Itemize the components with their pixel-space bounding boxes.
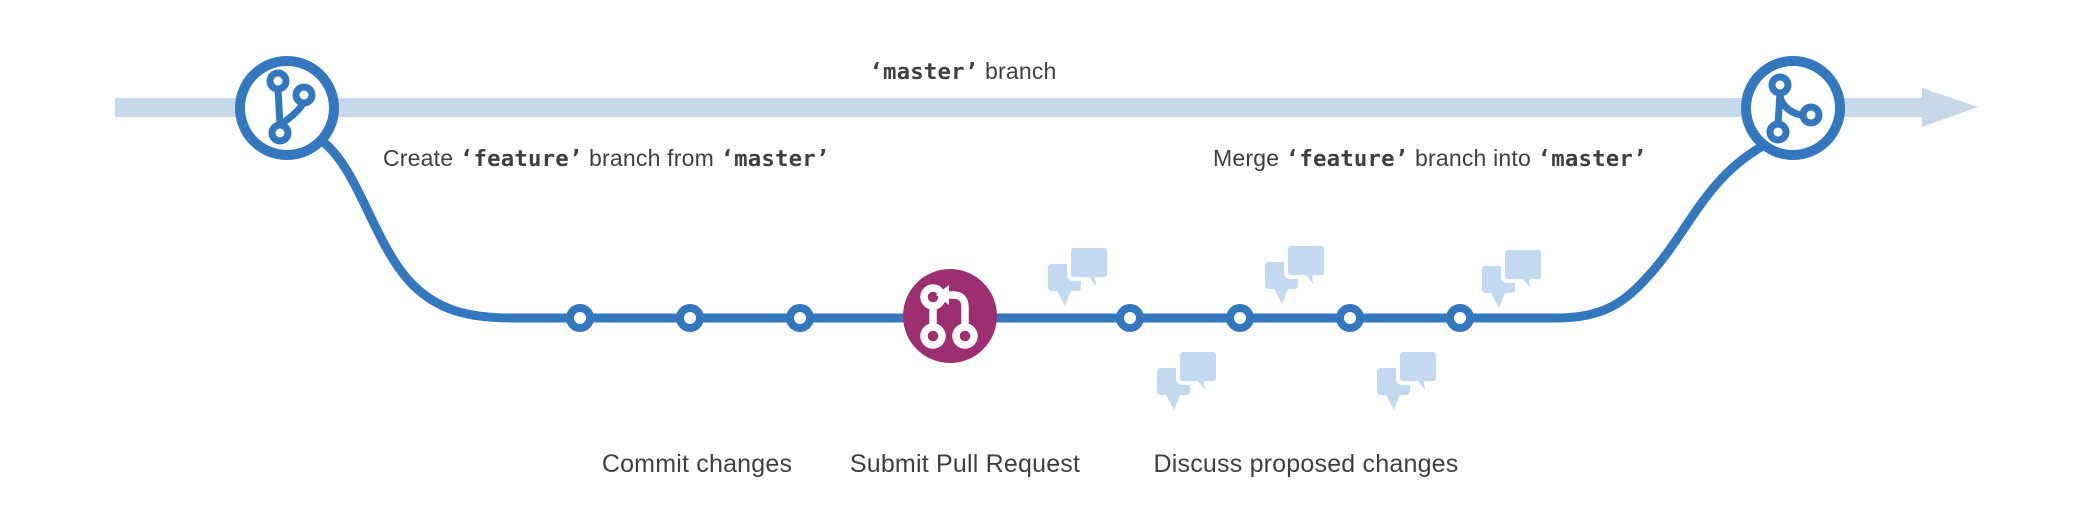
master-branch-suffix: branch bbox=[978, 58, 1057, 84]
commit-dot bbox=[1226, 304, 1254, 332]
arrow-right-head-icon bbox=[1922, 88, 1978, 127]
merge-point-node bbox=[1741, 56, 1845, 160]
git-pull-request-icon bbox=[920, 284, 978, 349]
commit-dot bbox=[786, 304, 814, 332]
feature-branch-path bbox=[317, 136, 1766, 323]
branch-point-node bbox=[235, 56, 339, 160]
submit-pull-request-label: Submit Pull Request bbox=[849, 450, 1081, 478]
merge-pre-text: Merge bbox=[1213, 145, 1286, 171]
commit-dot bbox=[1446, 304, 1474, 332]
create-branch-code: ‘feature’ bbox=[459, 146, 583, 172]
merge-branch-annotation: Merge ‘feature’ branch into ‘master’ bbox=[1213, 145, 1647, 172]
discuss-changes-label: Discuss proposed changes bbox=[1153, 450, 1459, 478]
git-merge-icon bbox=[1766, 73, 1823, 144]
create-base-code: ‘master’ bbox=[720, 146, 830, 172]
git-branch-icon bbox=[266, 69, 316, 145]
master-branch-label: ‘master’ branch bbox=[869, 58, 1056, 85]
create-branch-annotation: Create ‘feature’ branch from ‘master’ bbox=[383, 145, 830, 172]
merge-mid-text: branch into bbox=[1408, 145, 1538, 171]
pull-request-node bbox=[903, 269, 997, 363]
commit-dot bbox=[566, 304, 594, 332]
commit-dot bbox=[676, 304, 704, 332]
commit-changes-label: Commit changes bbox=[601, 450, 793, 478]
speech-bubbles-icon bbox=[1375, 348, 1440, 412]
master-branch-code: ‘master’ bbox=[869, 59, 979, 85]
merge-base-code: ‘master’ bbox=[1537, 146, 1647, 172]
speech-bubbles-icon bbox=[1263, 242, 1328, 306]
merge-branch-code: ‘feature’ bbox=[1285, 146, 1409, 172]
commit-dot bbox=[1116, 304, 1144, 332]
create-mid-text: branch from bbox=[582, 145, 721, 171]
master-branch-band bbox=[115, 98, 1925, 117]
speech-bubbles-icon bbox=[1480, 246, 1545, 310]
create-pre-text: Create bbox=[383, 145, 460, 171]
speech-bubbles-icon bbox=[1155, 348, 1220, 412]
commit-dot bbox=[1336, 304, 1364, 332]
speech-bubbles-icon bbox=[1046, 244, 1111, 308]
